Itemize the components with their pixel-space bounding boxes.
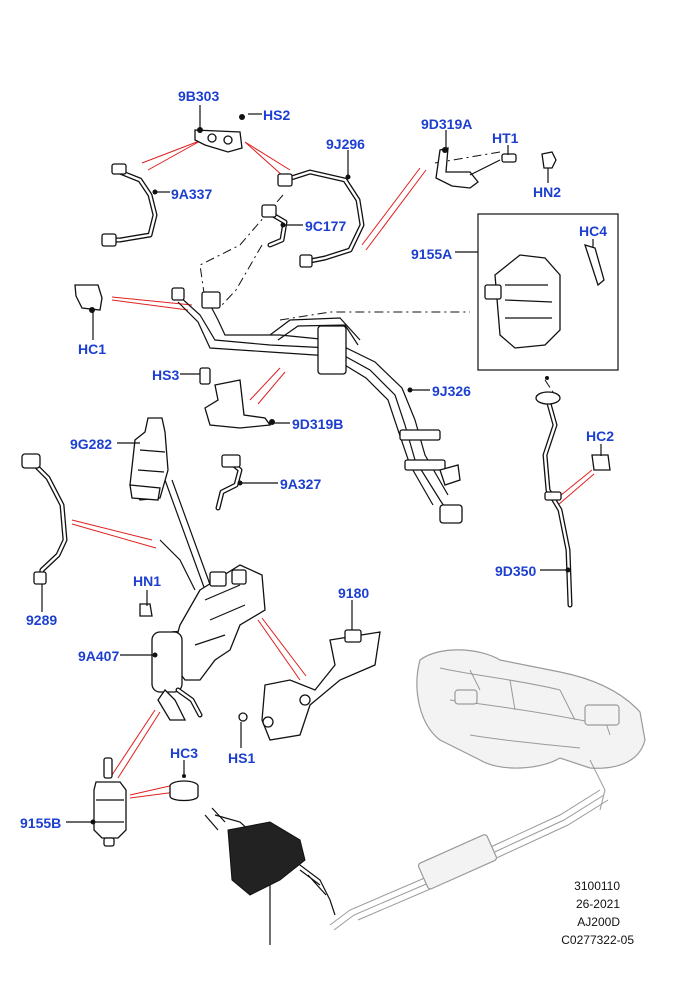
callout-HN1: HN1: [133, 573, 162, 589]
callout-9D350: 9D350: [495, 563, 537, 579]
hose-9J296: [277, 169, 365, 268]
callout-HS2: HS2: [263, 107, 291, 123]
callout-HC3: HC3: [170, 745, 199, 761]
reference-engine: AJ200D: [577, 915, 620, 929]
pipe-bundle-9J326: [171, 287, 463, 524]
callout-9G282: 9G282: [70, 436, 113, 452]
callout-9D319B: 9D319B: [292, 416, 344, 432]
callout-9A407: 9A407: [78, 648, 120, 664]
hose-9A337: [101, 163, 158, 247]
module-9G282: [129, 417, 169, 501]
bracket-9180: [238, 629, 381, 741]
clip-HC1: [74, 284, 103, 313]
bracket-9D319A: [435, 147, 557, 189]
leader-dots: [90, 174, 571, 825]
reference-number: 3100110: [574, 879, 620, 893]
callout-HC4: HC4: [579, 223, 608, 239]
hose-9C177: [261, 204, 288, 248]
reference-code: C0277322-05: [561, 933, 634, 947]
callout-HC2: HC2: [586, 428, 615, 444]
callout-9A337: 9A337: [171, 186, 213, 202]
callout-9J326: 9J326: [432, 383, 471, 399]
callout-HT1: HT1: [492, 130, 519, 146]
assembly-9A407: [139, 479, 266, 721]
hose-9289: [21, 453, 68, 585]
canister-9155A: [477, 213, 619, 380]
callout-HN2: HN2: [533, 184, 562, 200]
callout-9180: 9180: [338, 585, 370, 601]
pipe-9D350: [535, 391, 611, 608]
callout-9C177: 9C177: [305, 218, 347, 234]
callout-9289: 9289: [26, 612, 58, 628]
callout-9D319A: 9D319A: [421, 116, 473, 132]
callout-9155A: 9155A: [411, 246, 453, 262]
callout-HC1: HC1: [78, 341, 107, 357]
hose-9A327: [215, 454, 243, 511]
callout-9J296: 9J296: [326, 136, 365, 152]
filter-9155B: [93, 757, 127, 847]
bracket-9B303: [194, 114, 245, 153]
fuel-tank: [416, 649, 646, 811]
bottom-pipe-run: [204, 789, 609, 945]
bracket-9D319B: [199, 367, 275, 429]
callout-9A327: 9A327: [280, 476, 322, 492]
reference-date: 26-2021: [575, 897, 620, 911]
cap-HC3: [169, 774, 199, 802]
callout-9155B: 9155B: [20, 815, 62, 831]
callout-HS3: HS3: [152, 367, 180, 383]
callout-9B303: 9B303: [178, 88, 220, 104]
callout-leaders: [41, 105, 602, 823]
callout-HS1: HS1: [228, 750, 256, 766]
